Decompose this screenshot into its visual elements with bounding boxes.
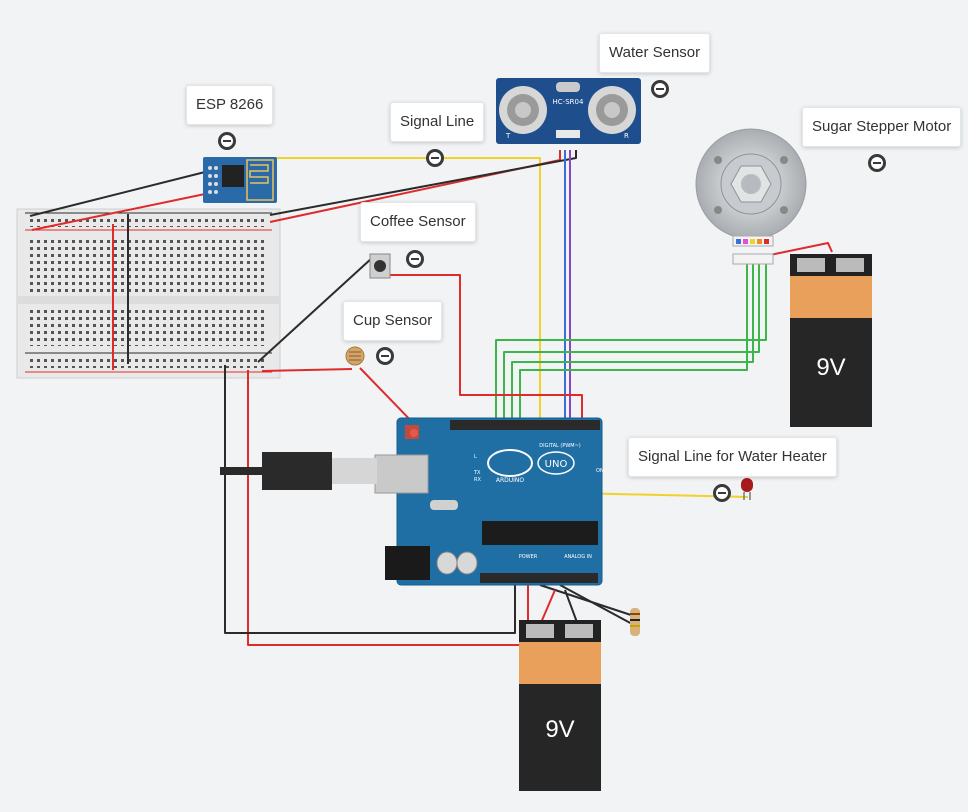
resistor[interactable] [630,608,640,636]
breadboard[interactable] [16,208,281,379]
coffee-sensor-button[interactable] [369,253,391,279]
heater-led[interactable] [741,478,753,500]
arduino-l-label: L [474,454,477,460]
arduino-on-label: ON [596,468,604,474]
collapse-cup-sensor-icon[interactable] [376,347,394,365]
collapse-stepper-icon[interactable] [868,154,886,172]
callout-water-sensor: Water Sensor [599,33,711,73]
callout-signal-line: Signal Line [390,102,485,142]
arduino-power-label: POWER [519,554,538,560]
collapse-water-sensor-icon[interactable] [651,80,669,98]
ultrasonic-r-label: R [624,132,629,140]
arduino-tx-label: TX [473,470,481,476]
collapse-esp8266-icon[interactable] [218,132,236,150]
arduino-analog-label: ANALOG IN [564,554,592,560]
battery-bottom-voltage-label: 9V [545,716,574,743]
arduino-brand-label: ARDUINO [496,477,525,484]
arduino-model-label: UNO [545,459,568,470]
usb-cable [220,452,377,490]
ultrasonic-model-label: HC-SR04 [553,98,584,106]
callout-sugar-stepper-motor: Sugar Stepper Motor [802,107,962,147]
cup-sensor-photoresistor[interactable] [345,346,365,366]
esp8266-module[interactable] [203,157,277,203]
battery-9v-bottom[interactable]: 9V [519,620,601,791]
arduino-uno[interactable]: UNO ARDUINO DIGITAL (PWM~) POWER ANALOG … [374,417,604,586]
stepper-motor[interactable] [695,128,807,265]
ultrasonic-t-label: T [505,132,511,140]
arduino-rx-label: RX [474,477,481,483]
battery-top-voltage-label: 9V [816,354,845,381]
ultrasonic-sensor[interactable]: HC-SR04 T R [496,78,641,144]
callout-cup-sensor: Cup Sensor [343,301,443,341]
callout-esp8266: ESP 8266 [186,85,274,125]
collapse-coffee-sensor-icon[interactable] [406,250,424,268]
wires [29,150,833,646]
callout-coffee-sensor: Coffee Sensor [360,202,476,242]
battery-9v-top[interactable]: 9V [790,254,872,427]
callout-heater-signal-line: Signal Line for Water Heater [628,437,837,477]
collapse-heater-icon[interactable] [713,484,731,502]
arduino-digital-label: DIGITAL (PWM~) [539,443,581,449]
collapse-signal-line-icon[interactable] [426,149,444,167]
